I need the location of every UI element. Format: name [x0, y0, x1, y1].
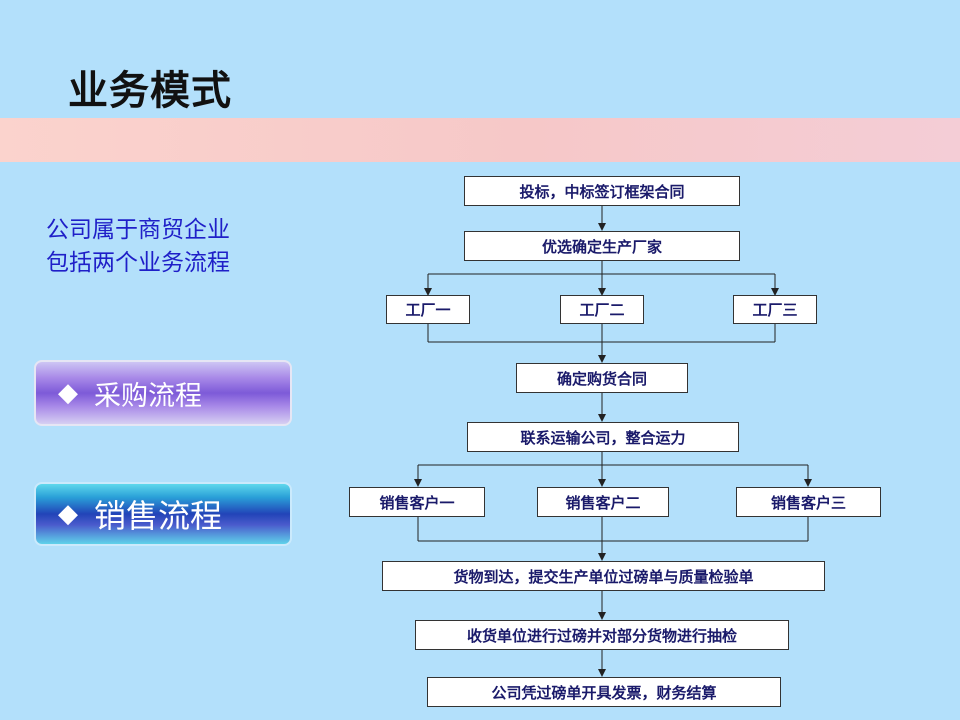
factory-2: 工厂二: [560, 295, 644, 324]
factory-3: 工厂三: [733, 295, 817, 324]
diamond-icon: ◆: [58, 378, 78, 408]
step-weigh-inspect: 收货单位进行过磅并对部分货物进行抽检: [415, 620, 789, 650]
page-title: 业务模式: [68, 68, 232, 114]
step-invoice-settlement: 公司凭过磅单开具发票，财务结算: [427, 677, 781, 707]
sales-process-button[interactable]: ◆ 销售流程: [34, 482, 292, 546]
sales-process-label: 销售流程: [94, 497, 223, 535]
factory-1: 工厂一: [386, 295, 470, 324]
step-purchase-contract: 确定购货合同: [516, 363, 688, 393]
customer-3: 销售客户三: [736, 487, 881, 517]
customer-1: 销售客户一: [349, 487, 485, 517]
step-goods-arrive: 货物到达，提交生产单位过磅单与质量检验单: [382, 561, 825, 591]
intro-line-1: 公司属于商贸企业: [46, 217, 230, 243]
customer-2: 销售客户二: [537, 487, 669, 517]
intro-text: 公司属于商贸企业 包括两个业务流程: [46, 214, 230, 280]
header-band: [0, 118, 960, 162]
step-select-manufacturer: 优选确定生产厂家: [464, 231, 740, 261]
purchase-process-label: 采购流程: [94, 380, 202, 412]
diamond-icon: ◆: [58, 499, 78, 529]
step-sign-contract: 投标，中标签订框架合同: [464, 176, 740, 206]
intro-line-2: 包括两个业务流程: [46, 250, 230, 276]
step-arrange-transport: 联系运输公司，整合运力: [467, 422, 739, 452]
purchase-process-button[interactable]: ◆ 采购流程: [34, 360, 292, 426]
